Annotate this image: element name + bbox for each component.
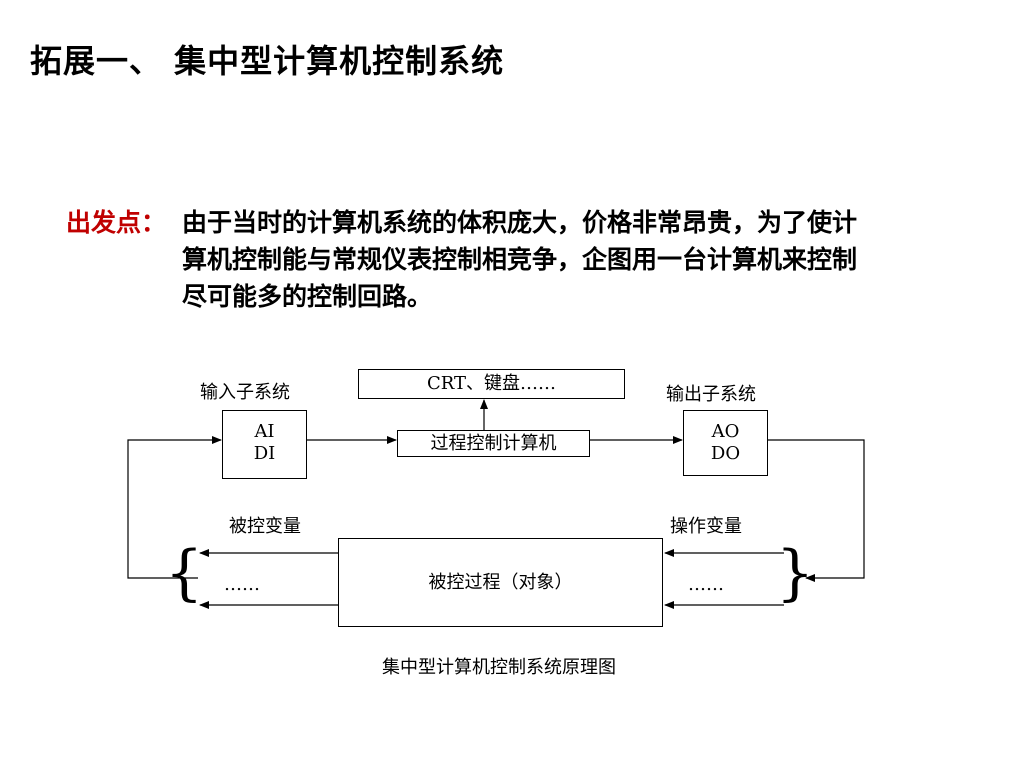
input-subsystem-label: 输入子系统 <box>200 382 290 403</box>
intro-line: 算机控制能与常规仪表控制相竞争，企图用一台计算机来控制 <box>182 245 858 274</box>
intro-label: 出发点： <box>66 208 167 237</box>
crt-keyboard-label: CRT、键盘…… <box>426 373 556 394</box>
right-ellipsis: …… <box>688 574 724 595</box>
process-computer-box: 过程控制计算机 <box>397 430 590 457</box>
intro-line: 尽可能多的控制回路。 <box>182 282 433 311</box>
output-subsystem-label: 输出子系统 <box>666 384 756 405</box>
input-box: AI DI <box>222 410 307 479</box>
diagram-caption: 集中型计算机控制系统原理图 <box>382 657 616 678</box>
left-ellipsis: …… <box>224 574 260 595</box>
left-feedback-line <box>127 436 222 579</box>
output-box-line: DO <box>710 443 741 464</box>
input-box-line: AI <box>254 421 275 442</box>
process-computer-label: 过程控制计算机 <box>430 433 557 454</box>
manipulated-variable-label: 操作变量 <box>670 516 742 537</box>
intro-line: 由于当时的计算机系统的体积庞大，价格非常昂贵，为了使计 <box>182 208 858 237</box>
right-feedback-line <box>768 439 865 582</box>
slide-title: 拓展一、 集中型计算机控制系统 <box>30 42 505 80</box>
controlled-process-label: 被控过程（对象） <box>428 572 573 593</box>
controlled-process-box: 被控过程（对象） <box>338 538 663 627</box>
crt-keyboard-box: CRT、键盘…… <box>358 369 625 399</box>
output-box: AO DO <box>683 410 768 476</box>
output-box-line: AO <box>711 421 740 442</box>
left-brace: { <box>165 538 204 608</box>
controlled-variable-label: 被控变量 <box>229 516 301 537</box>
intro-body: 由于当时的计算机系统的体积庞大，价格非常昂贵，为了使计 算机控制能与常规仪表控制… <box>182 204 962 315</box>
right-brace: } <box>776 538 815 608</box>
input-box-line: DI <box>253 443 276 464</box>
